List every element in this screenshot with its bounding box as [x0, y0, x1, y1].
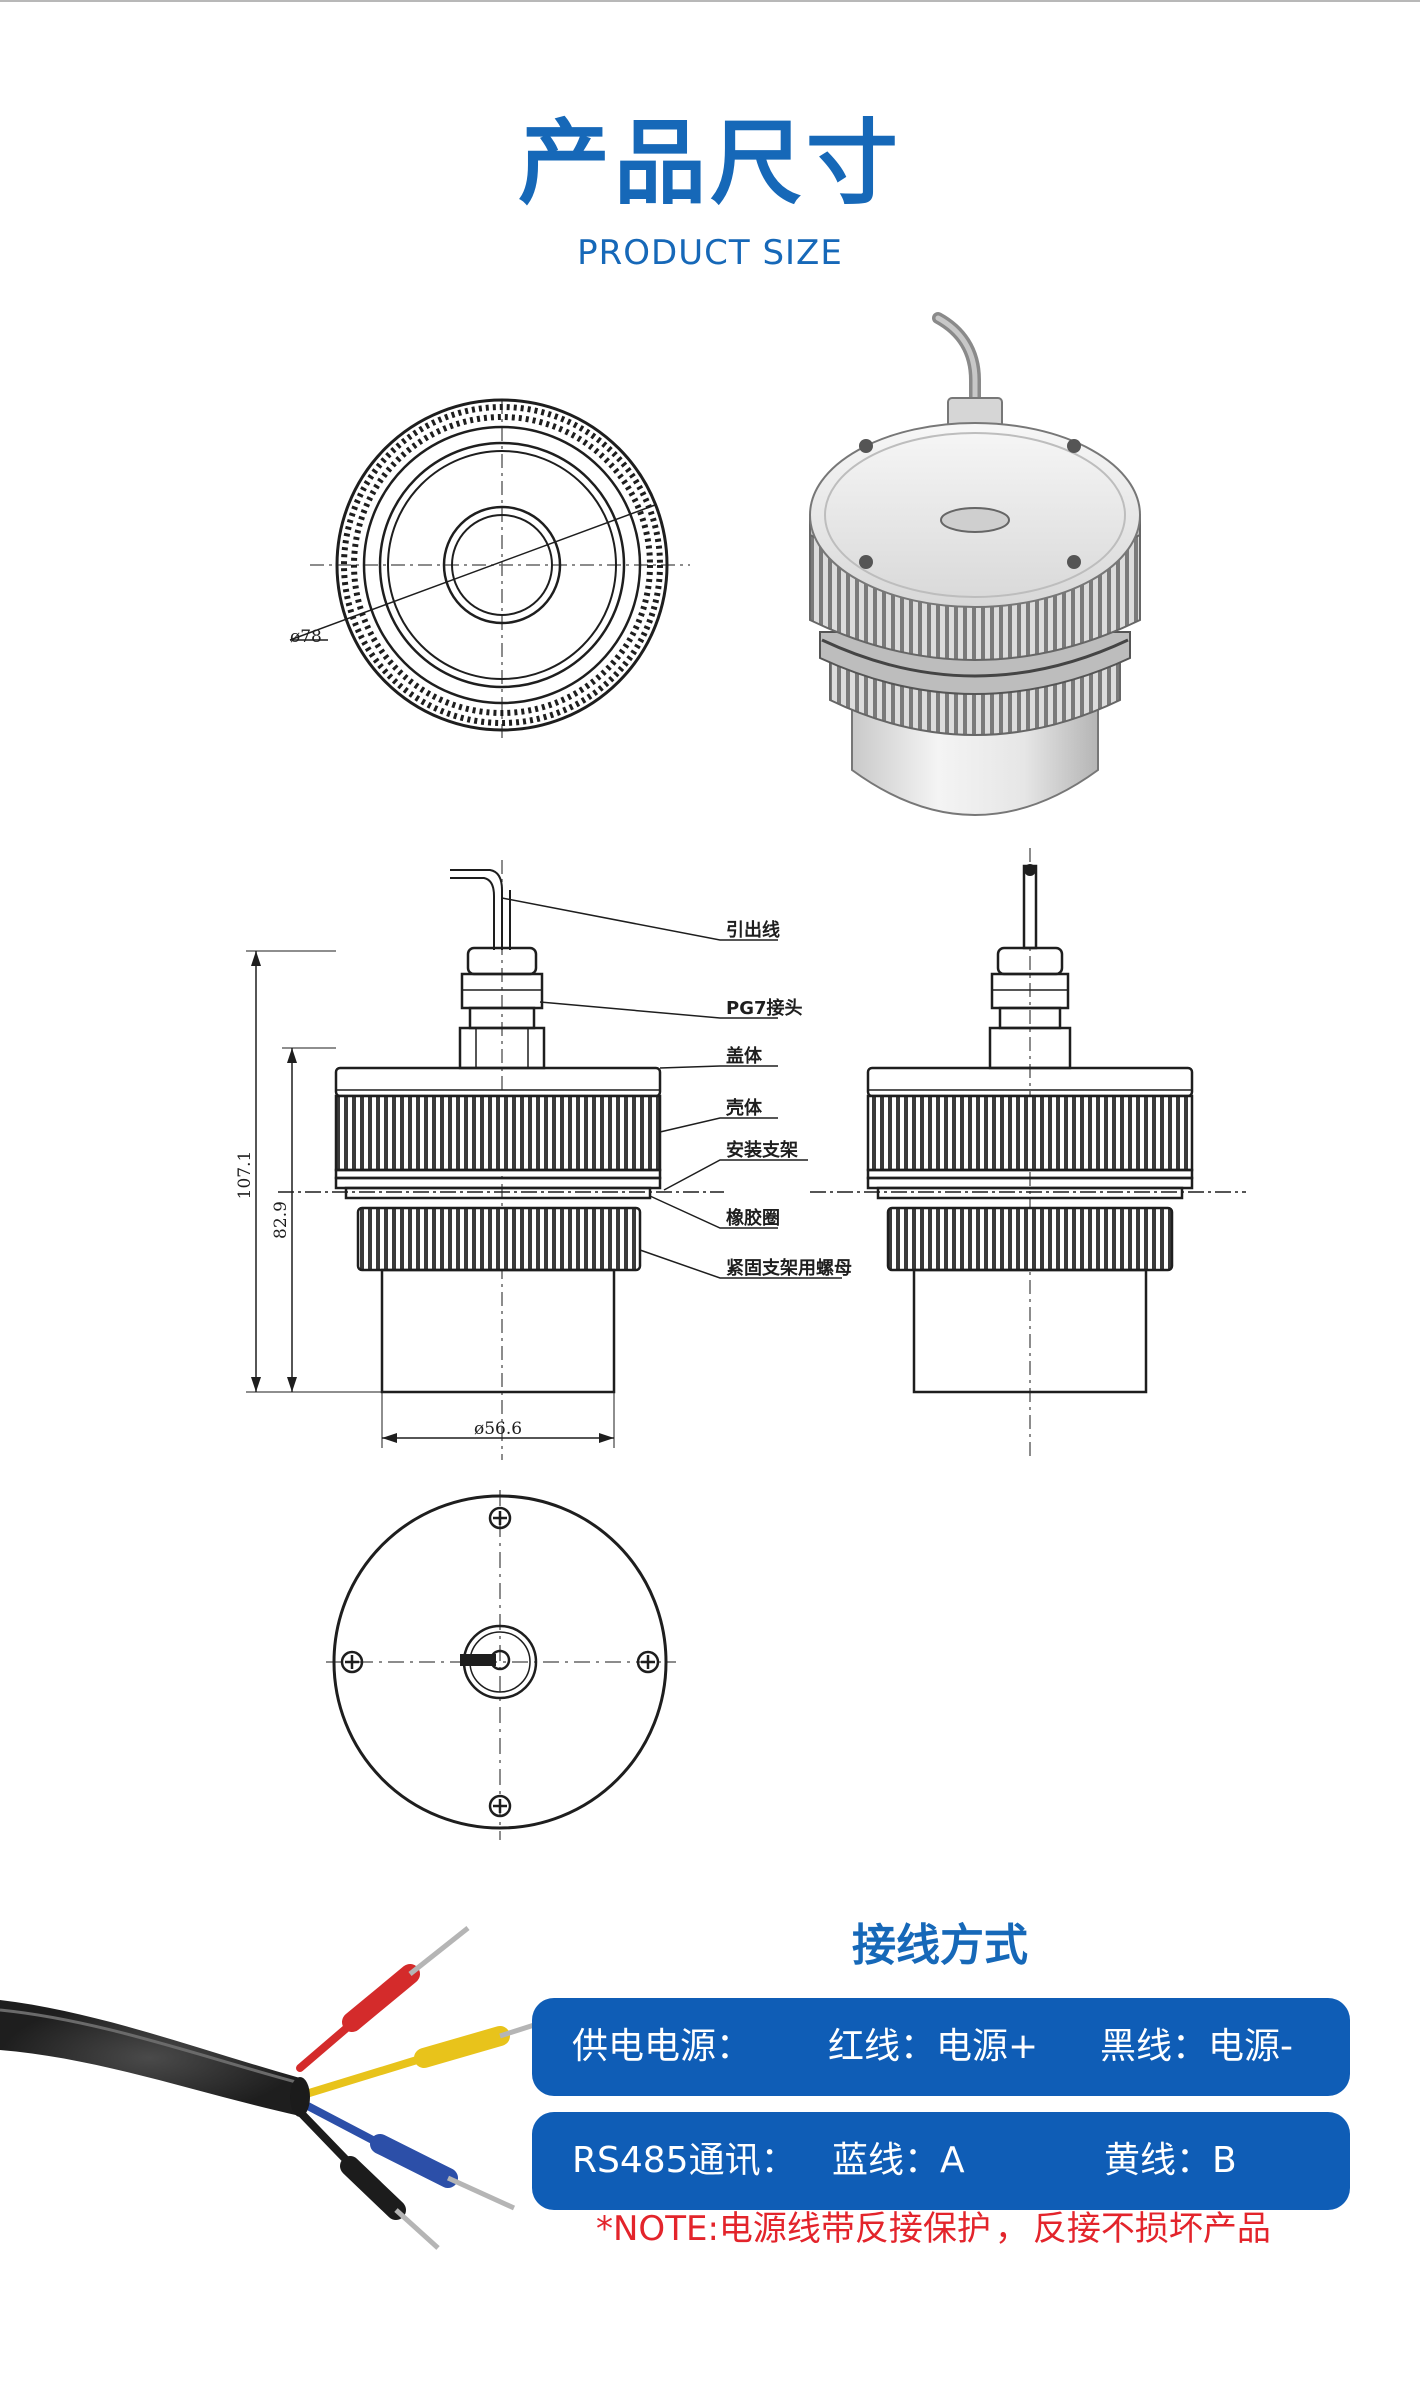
wiring-red-wire: 红线：电源+ [828, 2026, 1039, 2067]
note-part2: 反接不损坏产品 [1032, 2209, 1271, 2249]
dim-height-inner: 82.9 [271, 1201, 291, 1239]
dim-bottom-diameter: ø56.6 [474, 1419, 522, 1439]
callout-housing: 壳体 [725, 1097, 763, 1119]
callout-pg7-connector: PG7接头 [726, 997, 803, 1019]
note-separator: ， [994, 2209, 1029, 2249]
wiring-row-label: 供电电源： [572, 2026, 753, 2067]
top-border-line [0, 0, 1420, 2]
cable-photo [0, 1926, 557, 2250]
bottom-view [326, 1490, 676, 1840]
wiring-row-power: 供电电源： 红线：电源+ 黑线：电源- [532, 1998, 1350, 2096]
side-view-left [246, 860, 842, 1460]
wiring-yellow-wire: 黄线：B [1104, 2140, 1237, 2181]
wiring-row-label: RS485通讯： [572, 2140, 797, 2181]
wiring-title: 接线方式 [852, 1920, 1028, 1971]
page-subtitle: PRODUCT SIZE [577, 233, 843, 273]
wiring-row-rs485: RS485通讯： 蓝线：A 黄线：B [532, 2112, 1350, 2210]
product-photo [809, 312, 1141, 816]
wiring-blue-wire: 蓝线：A [832, 2140, 965, 2181]
note-prefix: *NOTE: [596, 2209, 719, 2249]
callout-rubber-ring: 橡胶圈 [726, 1207, 780, 1229]
top-view-dim-label: ø78 [290, 627, 322, 647]
wiring-black-wire: 黑线：电源- [1100, 2026, 1293, 2067]
dim-height-total: 107.1 [235, 1151, 255, 1200]
callout-cover: 盖体 [726, 1045, 763, 1067]
callout-bracket-nut: 紧固支架用螺母 [726, 1257, 852, 1279]
page-title: 产品尺寸 [517, 110, 902, 217]
wiring-note: *NOTE:电源线带反接保护，反接不损坏产品 [596, 2212, 1271, 2246]
top-view [289, 398, 690, 740]
callout-mount-bracket: 安装支架 [726, 1139, 798, 1161]
callout-lead-wire: 引出线 [726, 919, 780, 941]
side-view-right [810, 848, 1246, 1460]
note-part1: 电源线带反接保护 [718, 2209, 991, 2249]
